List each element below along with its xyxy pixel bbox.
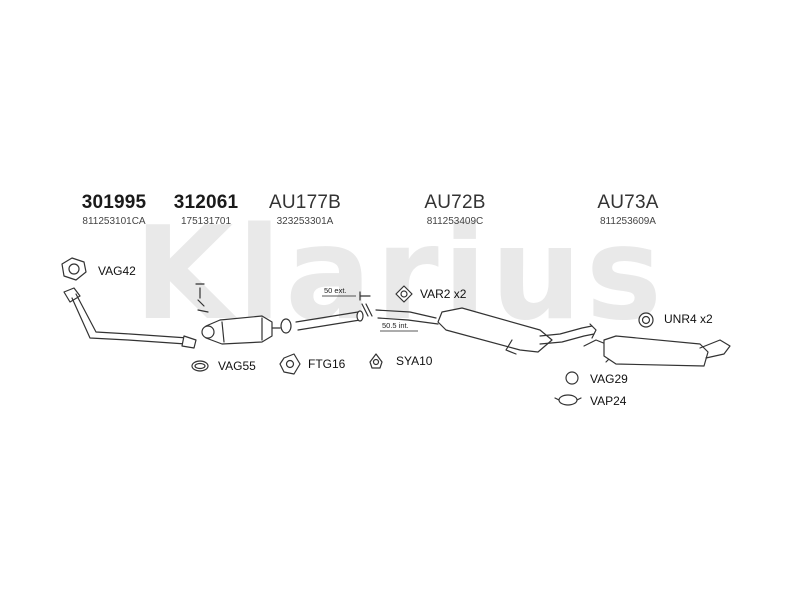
accessory-label-vag29: VAG29 <box>590 372 628 386</box>
part-header-1: 301995 811253101CA <box>64 192 164 227</box>
part-number: AU72B <box>424 192 486 213</box>
ring-vag29-icon <box>565 371 579 385</box>
accessory-label-vag55: VAG55 <box>218 359 256 373</box>
front-pipe-icon <box>63 287 197 349</box>
mounting-sya10-icon <box>369 353 383 369</box>
rear-silencer-icon <box>583 335 731 367</box>
part-number: 312061 <box>173 192 239 213</box>
part-number: AU177B <box>269 192 341 213</box>
gasket-vag42-icon <box>61 257 87 281</box>
part-number: 301995 <box>81 192 147 213</box>
part-number: AU73A <box>597 192 659 213</box>
centre-silencer-icon <box>375 307 597 355</box>
catalytic-converter-icon <box>195 283 281 345</box>
accessory-label-var2: VAR2 x2 <box>420 287 467 301</box>
clamp-vap24-icon <box>554 394 582 406</box>
oem-number: 323253301A <box>276 216 334 227</box>
oem-number: 811253609A <box>600 216 656 227</box>
part-header-2: 312061 175131701 <box>156 192 256 227</box>
oem-number: 175131701 <box>180 216 232 227</box>
part-header-3: AU177B 323253301A <box>255 192 355 227</box>
intermediate-pipe-icon <box>280 291 373 334</box>
oem-number: 811253101CA <box>82 216 146 227</box>
accessory-label-sya10: SYA10 <box>396 354 433 368</box>
rubber-hanger-var2-icon <box>395 285 413 303</box>
svg-text:Klarius: Klarius <box>134 218 666 328</box>
klarius-watermark-logo: Klarius <box>134 218 666 328</box>
accessory-label-vap24: VAP24 <box>590 394 627 408</box>
flange-gasket-ftg16-icon <box>279 353 301 375</box>
ring-gasket-vag55-icon <box>191 360 209 372</box>
rubber-ring-unr4-icon <box>638 312 654 328</box>
oem-number: 811253409C <box>426 216 484 227</box>
accessory-label-vag42: VAG42 <box>98 264 136 278</box>
accessory-label-unr4: UNR4 x2 <box>664 312 713 326</box>
accessory-label-ftg16: FTG16 <box>308 357 346 371</box>
dimension-ext-label: 50 ext. <box>324 286 347 295</box>
part-header-5: AU73A 811253609A <box>578 192 678 227</box>
part-header-4: AU72B 811253409C <box>405 192 505 227</box>
dimension-int-label: 50.5 int. <box>382 321 409 330</box>
